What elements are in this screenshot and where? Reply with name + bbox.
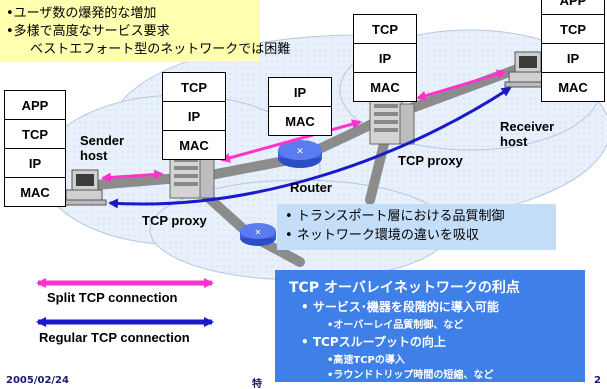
proxy-left-protocol-stack: TCP IP MAC [162,72,226,160]
sender-mac-layer: MAC [4,177,66,207]
router-label: Router [290,180,332,195]
advantage-2-sub-2: •ラウンドトリップ時間の短縮、など [327,370,494,381]
sender-app-layer: APP [4,90,66,120]
advantages-title: TCP オーバレイネットワークの利点 [289,280,520,296]
proxy-right-mac-layer: MAC [353,72,417,102]
proxy-right-protocol-stack: TCP IP MAC [353,14,417,102]
callout-item-2-text: ネットワーク環境の違いを吸収 [296,228,479,243]
advantage-1: • サービス･機器を段階的に導入可能 [301,300,499,314]
problem-note [0,0,260,62]
advantage-2-text: TCPスループットの向上 [312,335,446,349]
computer-icon [61,169,107,206]
sender-protocol-stack: APP TCP IP MAC [4,90,66,207]
problem-note-line-3: ベストエフォート型のネットワークでは困難 [30,42,291,57]
sender-ip-layer: IP [4,148,66,178]
callout-item-1-text: トランスポート層における品質制御 [296,209,505,224]
problem-note-line-2: •多様で高度なサービス要求 [6,24,170,39]
computer-icon [504,51,550,88]
router-ip-layer: IP [268,77,332,107]
advantages-box: TCP オーバレイネットワークの利点 • サービス･機器を段階的に導入可能 •オ… [275,270,585,382]
proxy-left-ip-layer: IP [162,101,226,131]
server-icon [369,97,415,145]
advantage-1-text: サービス･機器を段階的に導入可能 [312,300,499,314]
receiver-mac-layer: MAC [541,72,605,102]
proxy-left-tcp-layer: TCP [162,72,226,102]
footer-title-fragment: 特 [252,379,262,389]
svg-text:✕: ✕ [255,228,262,237]
proxy-right-ip-layer: IP [353,43,417,73]
problem-note-line-1: •ユーザ数の爆発的な増加 [6,6,157,21]
svg-text:✕: ✕ [296,147,304,157]
callout-box: • トランスポート層における品質制御 • ネットワーク環境の違いを吸収 [277,204,556,250]
callout-item-1: • トランスポート層における品質制御 [285,209,505,224]
receiver-protocol-stack: APP TCP IP MAC [541,0,605,102]
proxy-right-tcp-layer: TCP [353,14,417,44]
advantage-1-sub: •オーバーレイ品質制御、など [327,320,464,331]
regular-tcp-arrow [108,86,512,209]
advantage-2-sub-1: •高速TCPの導入 [327,355,405,366]
sender-host-label: Sender host [80,133,125,163]
sender-tcp-layer: TCP [4,119,66,149]
legend-regular-label: Regular TCP connection [39,330,190,345]
receiver-ip-layer: IP [541,43,605,73]
footer-date: 2005/02/24 [6,375,69,386]
page-number: 2 [594,375,601,386]
receiver-host-label: Receiver host [500,119,555,149]
callout-item-2: • ネットワーク環境の違いを吸収 [285,228,479,243]
receiver-app-layer: APP [541,0,605,15]
advantage-2: • TCPスループットの向上 [301,335,446,349]
proxy-left-mac-layer: MAC [162,130,226,160]
router-icon: ✕ [240,223,276,246]
receiver-tcp-layer: TCP [541,14,605,44]
tcp-proxy-right-label: TCP proxy [398,153,463,168]
router-mac-layer: MAC [268,106,332,136]
legend-split-label: Split TCP connection [47,290,178,305]
tcp-proxy-left-label: TCP proxy [142,213,207,228]
router-protocol-stack: IP MAC [268,77,332,136]
